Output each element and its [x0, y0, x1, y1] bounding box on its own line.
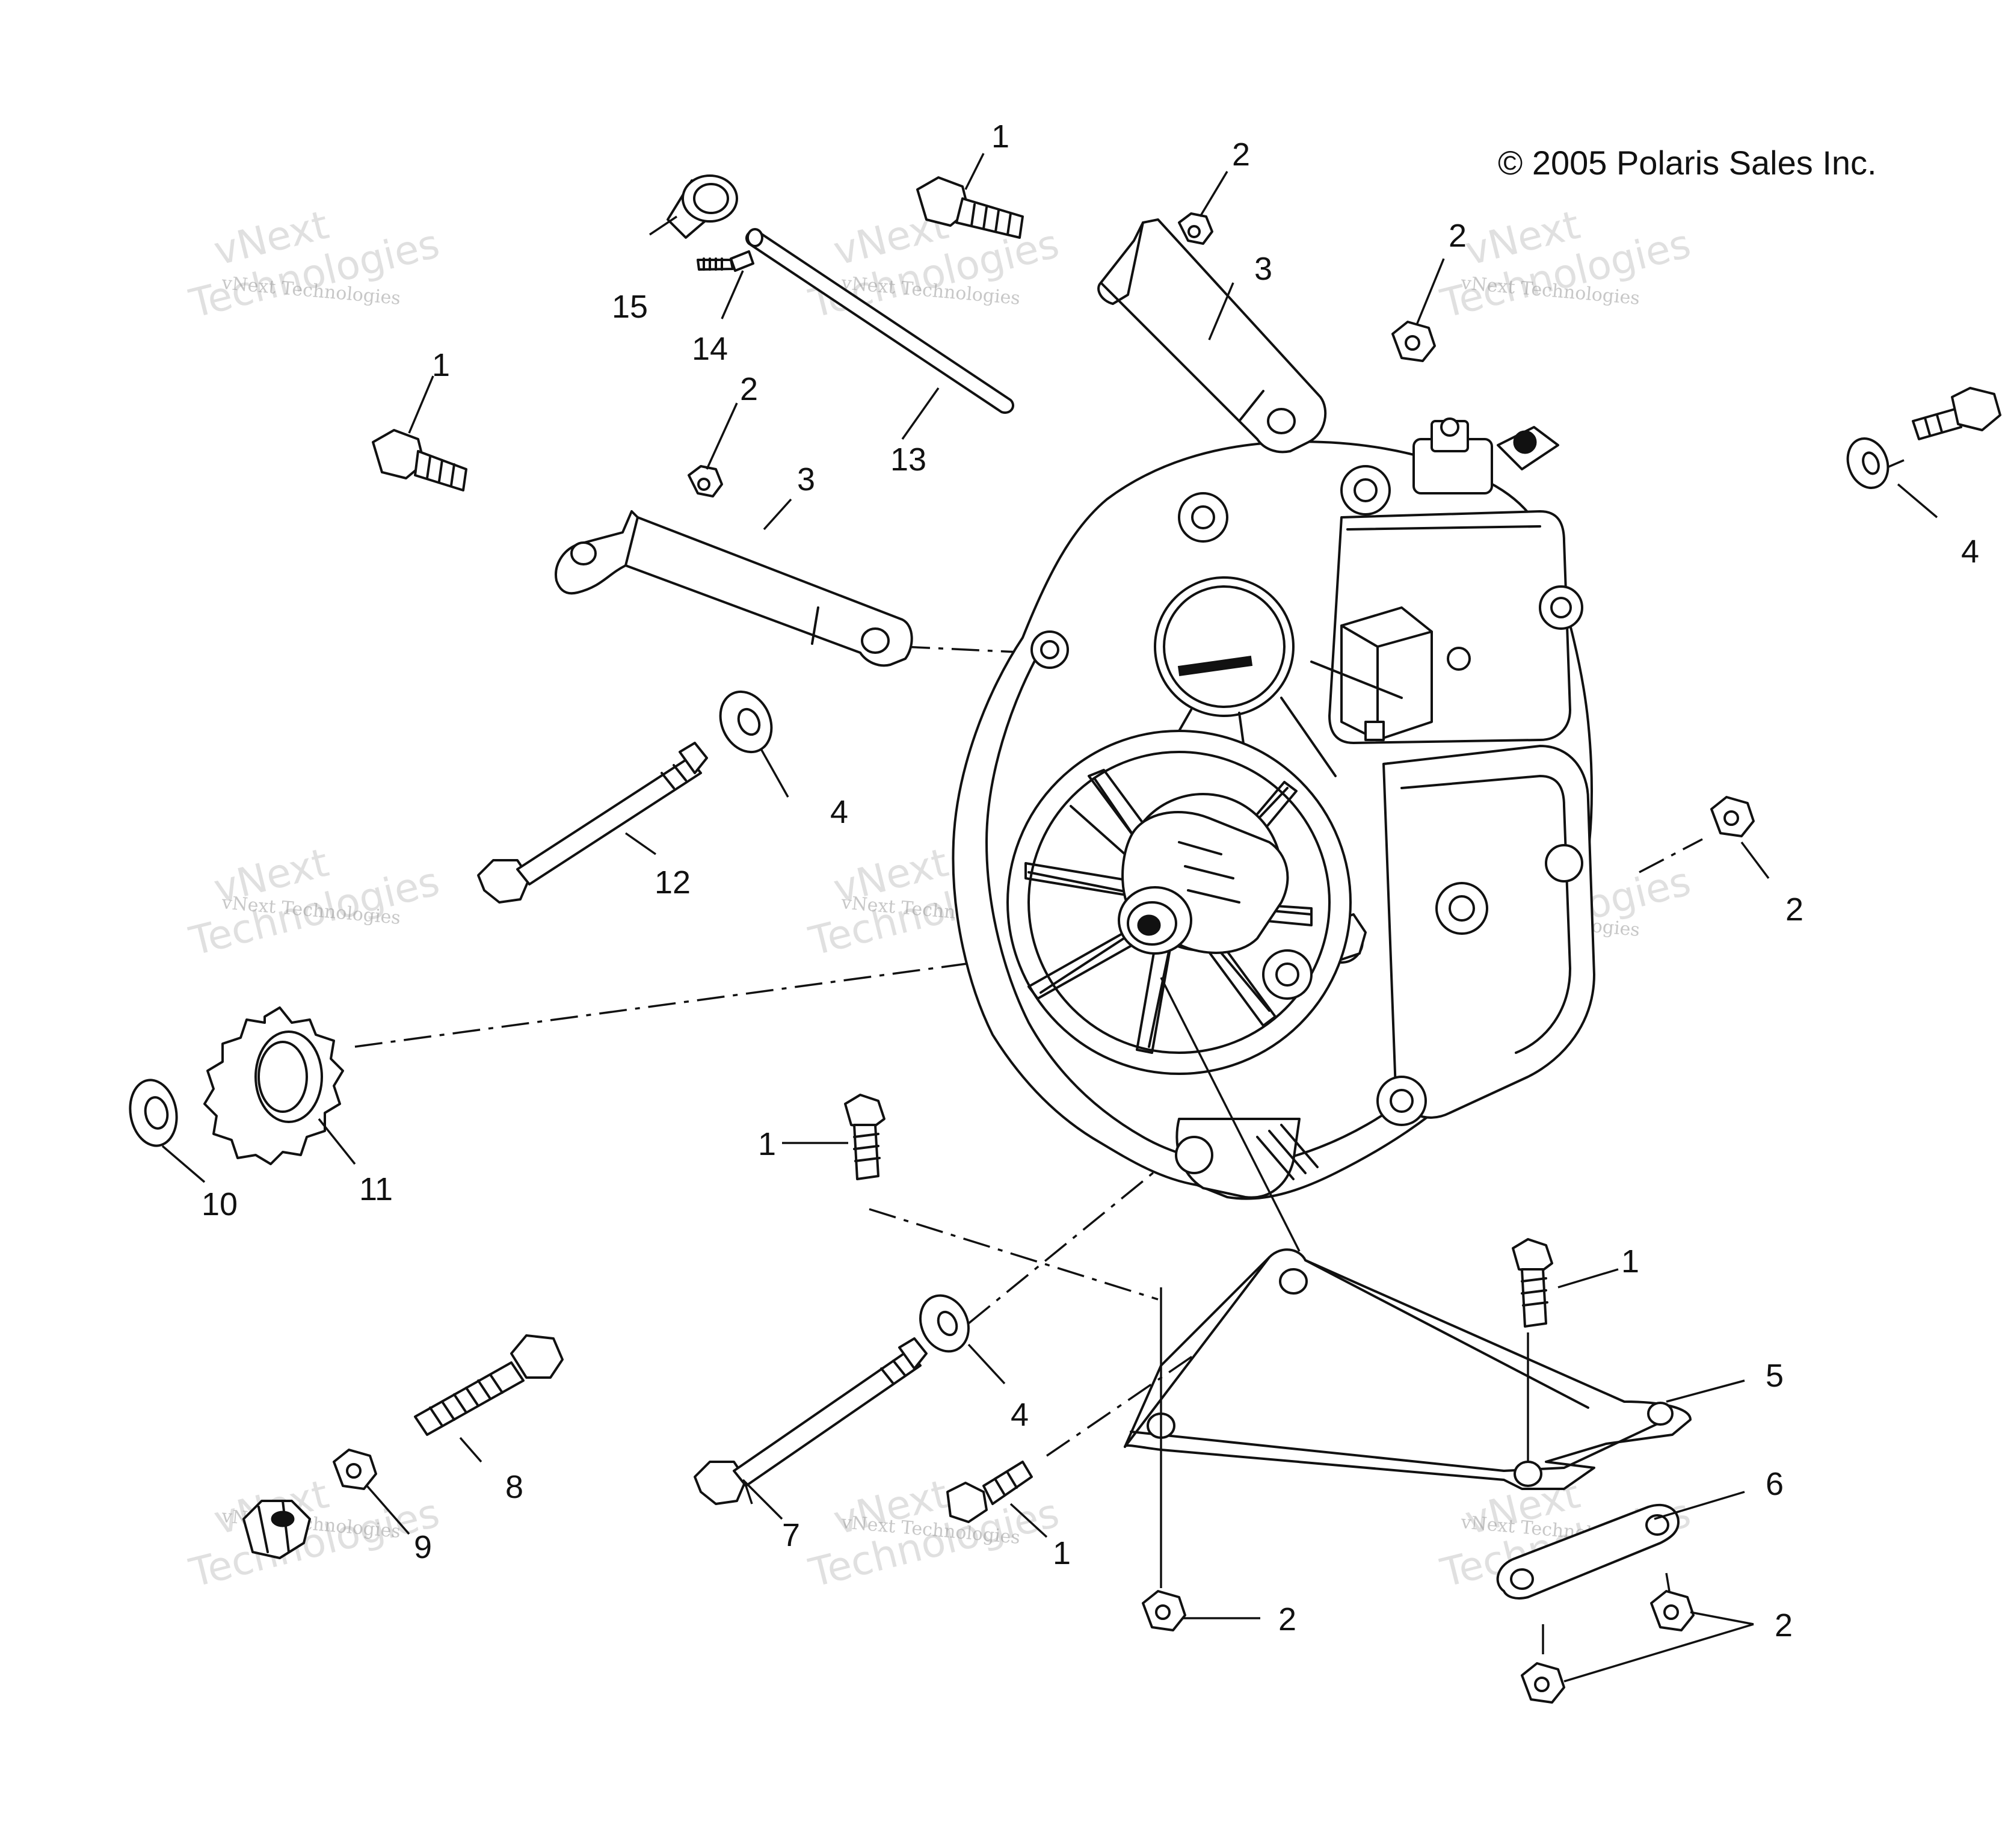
- leader-lines: [161, 153, 1938, 1683]
- gearcase-right-housing: [1382, 745, 1595, 1119]
- bracket-lower: [555, 510, 913, 667]
- callout-12: 12: [654, 864, 691, 901]
- callout-4: 4: [1011, 1397, 1029, 1433]
- callout-3: 3: [1254, 251, 1272, 287]
- callout-2: 2: [1278, 1601, 1296, 1637]
- callout-15: 15: [612, 289, 648, 325]
- callout-14: 14: [692, 331, 728, 367]
- bolt: [844, 1094, 886, 1180]
- bolt: [372, 429, 467, 491]
- callout-4: 4: [830, 794, 848, 830]
- label-plate: [1154, 576, 1295, 717]
- strap-plate: [1496, 1503, 1680, 1600]
- callout-2: 2: [1775, 1607, 1793, 1643]
- clamp-15: [667, 174, 738, 239]
- bolt: [916, 176, 1024, 239]
- nut: [1710, 796, 1755, 837]
- gearcase-assembly: [952, 417, 1595, 1200]
- nut: [1142, 1590, 1186, 1631]
- bracket-upper: [1097, 218, 1327, 454]
- callout-2: 2: [1449, 218, 1467, 254]
- callout-2: 2: [1785, 892, 1803, 928]
- washer-10: [129, 1079, 178, 1147]
- breather-fitting: [1412, 417, 1559, 494]
- stud-8: [414, 1334, 564, 1436]
- callout-4: 4: [1961, 534, 1979, 570]
- callout-10: 10: [202, 1186, 238, 1222]
- callout-8: 8: [505, 1469, 523, 1505]
- callout-1: 1: [758, 1126, 776, 1162]
- washer-4: [1846, 437, 1890, 489]
- callout-1: 1: [991, 119, 1009, 155]
- washer-4: [919, 1294, 970, 1353]
- nut: [1650, 1590, 1695, 1631]
- callouts: 1 2 2 3 2 1 3 15 14 13 4 12 4 2 10 11 1 …: [202, 119, 1979, 1643]
- bolt: [1512, 1238, 1553, 1328]
- washer-4: [719, 690, 773, 754]
- screw-14: [697, 250, 754, 272]
- mount-plate: [1124, 1248, 1692, 1490]
- callout-5: 5: [1766, 1358, 1784, 1394]
- callout-1: 1: [1621, 1243, 1639, 1280]
- callout-7: 7: [782, 1517, 800, 1553]
- sprocket: [203, 1006, 344, 1165]
- callout-1: 1: [432, 347, 450, 383]
- nut-9: [333, 1449, 377, 1490]
- callout-1: 1: [1053, 1535, 1071, 1571]
- nut: [1178, 212, 1213, 245]
- long-bolt-12: [477, 742, 708, 904]
- callout-2: 2: [740, 371, 758, 407]
- bolt: [946, 1461, 1033, 1523]
- callout-9: 9: [414, 1529, 432, 1565]
- callout-2: 2: [1232, 137, 1250, 173]
- nut: [1391, 321, 1436, 362]
- copyright-notice: © 2005 Polaris Sales Inc.: [1498, 144, 1877, 182]
- tube-13: [745, 228, 1014, 414]
- sensor-block: [1340, 606, 1433, 741]
- callout-3: 3: [797, 461, 815, 497]
- fitting: [242, 1500, 311, 1559]
- nut: [1521, 1662, 1565, 1704]
- bolt: [1912, 387, 2001, 440]
- callout-6: 6: [1766, 1466, 1784, 1502]
- callout-13: 13: [890, 442, 926, 478]
- long-bolt-7: [694, 1337, 928, 1505]
- callout-11: 11: [359, 1171, 393, 1207]
- nut: [688, 465, 723, 497]
